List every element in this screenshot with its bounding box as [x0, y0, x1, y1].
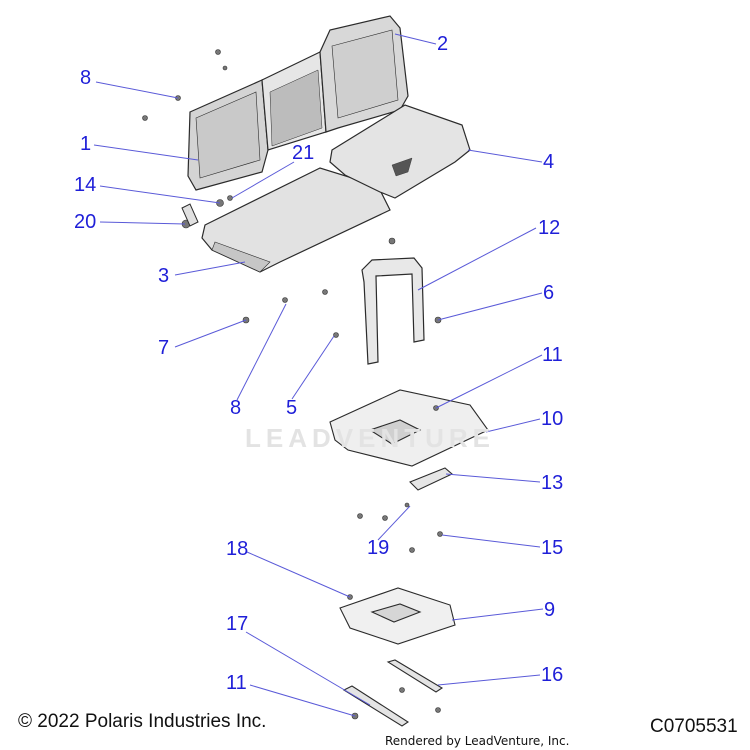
callout-12: 12 — [538, 217, 561, 239]
seat-cushion-left — [201, 167, 391, 273]
callout-11-lower: 11 — [226, 672, 247, 694]
callout-2: 2 — [437, 33, 449, 55]
callout-8-lower: 8 — [230, 397, 242, 419]
callout-21: 21 — [292, 142, 315, 164]
bracket-20 — [181, 203, 199, 227]
rendered-by-credit: Rendered by LeadVenture, Inc. — [385, 734, 570, 748]
callout-6: 6 — [543, 282, 555, 304]
callout-15: 15 — [541, 537, 564, 559]
callout-3: 3 — [158, 265, 170, 287]
callout-14: 14 — [74, 174, 97, 196]
callout-5: 5 — [286, 397, 298, 419]
slider-rails — [342, 659, 444, 727]
copyright-notice: © 2022 Polaris Industries Inc. — [18, 711, 267, 732]
callout-18: 18 — [226, 538, 249, 560]
callout-13: 13 — [541, 472, 564, 494]
hardware — [142, 49, 443, 720]
callout-4: 4 — [543, 151, 555, 173]
seat-base-plate — [329, 389, 489, 467]
callout-9: 9 — [544, 599, 556, 621]
seat-cushion-right — [329, 104, 471, 199]
seat-backrest — [187, 15, 409, 191]
callout-19: 19 — [367, 537, 390, 559]
figure-id: C0705531 — [650, 716, 738, 737]
leader-lines — [93, 33, 544, 717]
callout-10: 10 — [541, 408, 564, 430]
bracket-13 — [409, 467, 454, 491]
callout-7: 7 — [158, 337, 170, 359]
callout-20: 20 — [74, 211, 97, 233]
callout-1: 1 — [80, 133, 92, 155]
callout-17: 17 — [226, 613, 249, 635]
mount-plate — [339, 587, 456, 645]
watermark: LEADVENTURE — [245, 423, 496, 453]
callout-16: 16 — [541, 664, 564, 686]
callout-11: 11 — [542, 344, 563, 366]
callout-8: 8 — [80, 67, 92, 89]
grab-bar — [361, 257, 425, 365]
